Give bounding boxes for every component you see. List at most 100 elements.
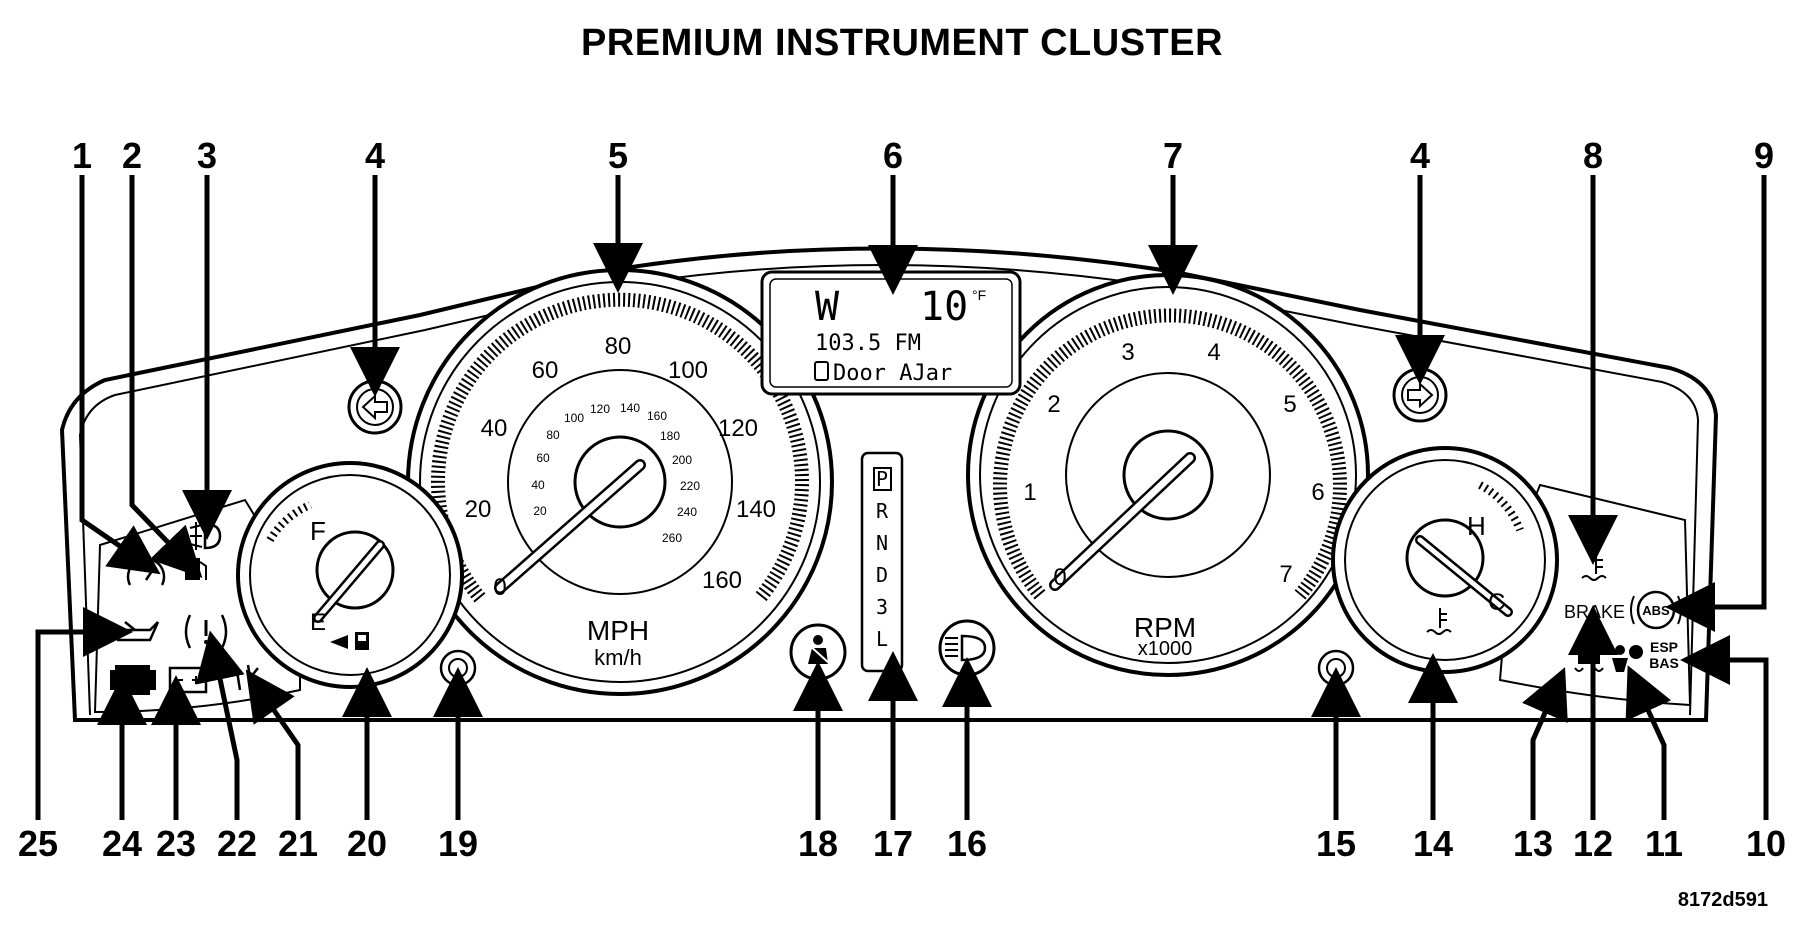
kmh-tick: 180 — [660, 429, 680, 443]
right-turn-signal-icon — [1392, 367, 1448, 423]
callout-arrow — [195, 630, 245, 820]
callout-number: 5 — [608, 135, 628, 176]
kmh-tick: 100 — [564, 411, 584, 425]
rpm-tick: 5 — [1283, 391, 1296, 418]
figure-code: 8172d591 — [1677, 889, 1768, 911]
callout-number: 1 — [72, 135, 92, 176]
fuel-pump-icon — [330, 632, 369, 650]
mph-tick: 160 — [702, 567, 742, 594]
mph-tick: 40 — [481, 415, 508, 442]
callout-arrow — [1625, 665, 1672, 820]
coolant-temp-icon — [1426, 608, 1452, 635]
outside-temperature: 10 — [920, 284, 968, 330]
kmh-tick: 120 — [590, 402, 610, 416]
kmh-tick: 160 — [647, 409, 667, 423]
electronic-throttle-control-icon — [234, 664, 263, 691]
esp-label: ESP — [1650, 639, 1678, 655]
mph-tick: 100 — [668, 357, 708, 384]
kmh-tick: 240 — [677, 505, 697, 519]
fuel-gauge: F E — [236, 461, 464, 689]
check-engine-icon — [110, 665, 156, 695]
callout-number: 20 — [347, 823, 387, 864]
kmh-tick: 80 — [546, 428, 560, 442]
rpm-tick: 4 — [1207, 339, 1220, 366]
callout-number: 2 — [122, 135, 142, 176]
gear-indicator: P — [876, 467, 888, 491]
status-message: Door AJar — [833, 361, 952, 386]
callout-arrow — [1680, 635, 1769, 820]
gear-selector: P R N D 3 L — [860, 451, 904, 673]
rpm-tick: 6 — [1311, 479, 1324, 506]
callout-number: 8 — [1583, 135, 1603, 176]
coolant-warning-icon — [1581, 552, 1607, 581]
tachometer: 0 1 2 3 4 5 6 7 RPM x1000 — [966, 273, 1370, 677]
callout-number: 3 — [197, 135, 217, 176]
right-warning-panel — [1498, 483, 1692, 707]
mph-tick: 0 — [493, 574, 506, 601]
callout-number: 4 — [365, 135, 385, 176]
low-fuel-icon — [185, 558, 207, 580]
callout-arrow — [1522, 667, 1568, 820]
door-icon — [814, 361, 829, 381]
speedometer-label: MPH — [587, 615, 649, 646]
callout-number: 12 — [1573, 823, 1613, 864]
temp-hot-label: H — [1467, 511, 1486, 541]
rpm-tick: 0 — [1053, 564, 1066, 591]
bas-label: BAS — [1649, 655, 1679, 671]
gear-indicator: R — [876, 499, 889, 523]
electronic-display: W 10 °F 103.5 FM Door AJar — [760, 270, 1022, 396]
callout-number: 25 — [18, 823, 58, 864]
callout-arrows — [35, 175, 1769, 820]
temperature-gauge: H C — [1331, 446, 1559, 674]
mph-tick: 120 — [718, 415, 758, 442]
page-title: PREMIUM INSTRUMENT CLUSTER — [580, 22, 1224, 64]
callout-number: 4 — [1410, 135, 1430, 176]
callout-number: 21 — [278, 823, 318, 864]
callout-number: 23 — [156, 823, 196, 864]
callout-number: 14 — [1413, 823, 1453, 864]
tachometer-label: RPM — [1134, 612, 1196, 643]
gear-indicator: L — [876, 627, 888, 651]
kmh-tick: 20 — [533, 504, 547, 518]
callout-number: 24 — [102, 823, 142, 864]
dimmer-button[interactable] — [1317, 649, 1355, 687]
callout-number: 6 — [883, 135, 903, 176]
callout-arrow — [35, 607, 133, 820]
oil-pressure-icon — [113, 621, 160, 642]
callout-number: 7 — [1163, 135, 1183, 176]
mph-tick: 20 — [465, 496, 492, 523]
callout-number: 13 — [1513, 823, 1553, 864]
abs-warning-icon: ABS — [1630, 590, 1682, 630]
callout-arrow — [129, 175, 203, 579]
traction-control-icon — [1574, 648, 1604, 672]
cruise-control-icon — [126, 557, 166, 586]
tachometer-sublabel: x1000 — [1138, 638, 1193, 660]
temperature-unit: °F — [972, 287, 986, 303]
abs-label: ABS — [1642, 603, 1670, 618]
rpm-tick: 2 — [1047, 391, 1060, 418]
airbag-warning-icon — [1612, 645, 1643, 672]
brake-warning-label: BRAKE — [1564, 602, 1625, 622]
seatbelt-warning-icon — [789, 623, 847, 681]
gear-indicator: 3 — [876, 595, 888, 619]
front-fog-light-icon — [189, 522, 222, 550]
callout-number: 22 — [217, 823, 257, 864]
kmh-tick: 260 — [662, 531, 682, 545]
temp-cold-label: C — [1488, 589, 1505, 616]
kmh-tick-labels: 20 40 60 80 100 120 140 160 180 200 220 … — [531, 401, 700, 545]
trip-odometer-button[interactable] — [439, 649, 477, 687]
speedometer-sublabel: km/h — [594, 645, 642, 670]
rpm-tick-labels: 0 1 2 3 4 5 6 7 — [1023, 339, 1324, 591]
compass-heading: W — [815, 284, 840, 330]
mph-tick: 140 — [736, 496, 776, 523]
callout-number: 18 — [798, 823, 838, 864]
kmh-tick: 220 — [680, 479, 700, 493]
rpm-tick: 1 — [1023, 479, 1036, 506]
rpm-tick: 7 — [1279, 561, 1292, 588]
callout-number: 15 — [1316, 823, 1356, 864]
mph-tick: 80 — [605, 333, 632, 360]
callout-number: 10 — [1746, 823, 1786, 864]
kmh-tick: 40 — [531, 478, 545, 492]
charging-system-icon — [168, 666, 208, 694]
